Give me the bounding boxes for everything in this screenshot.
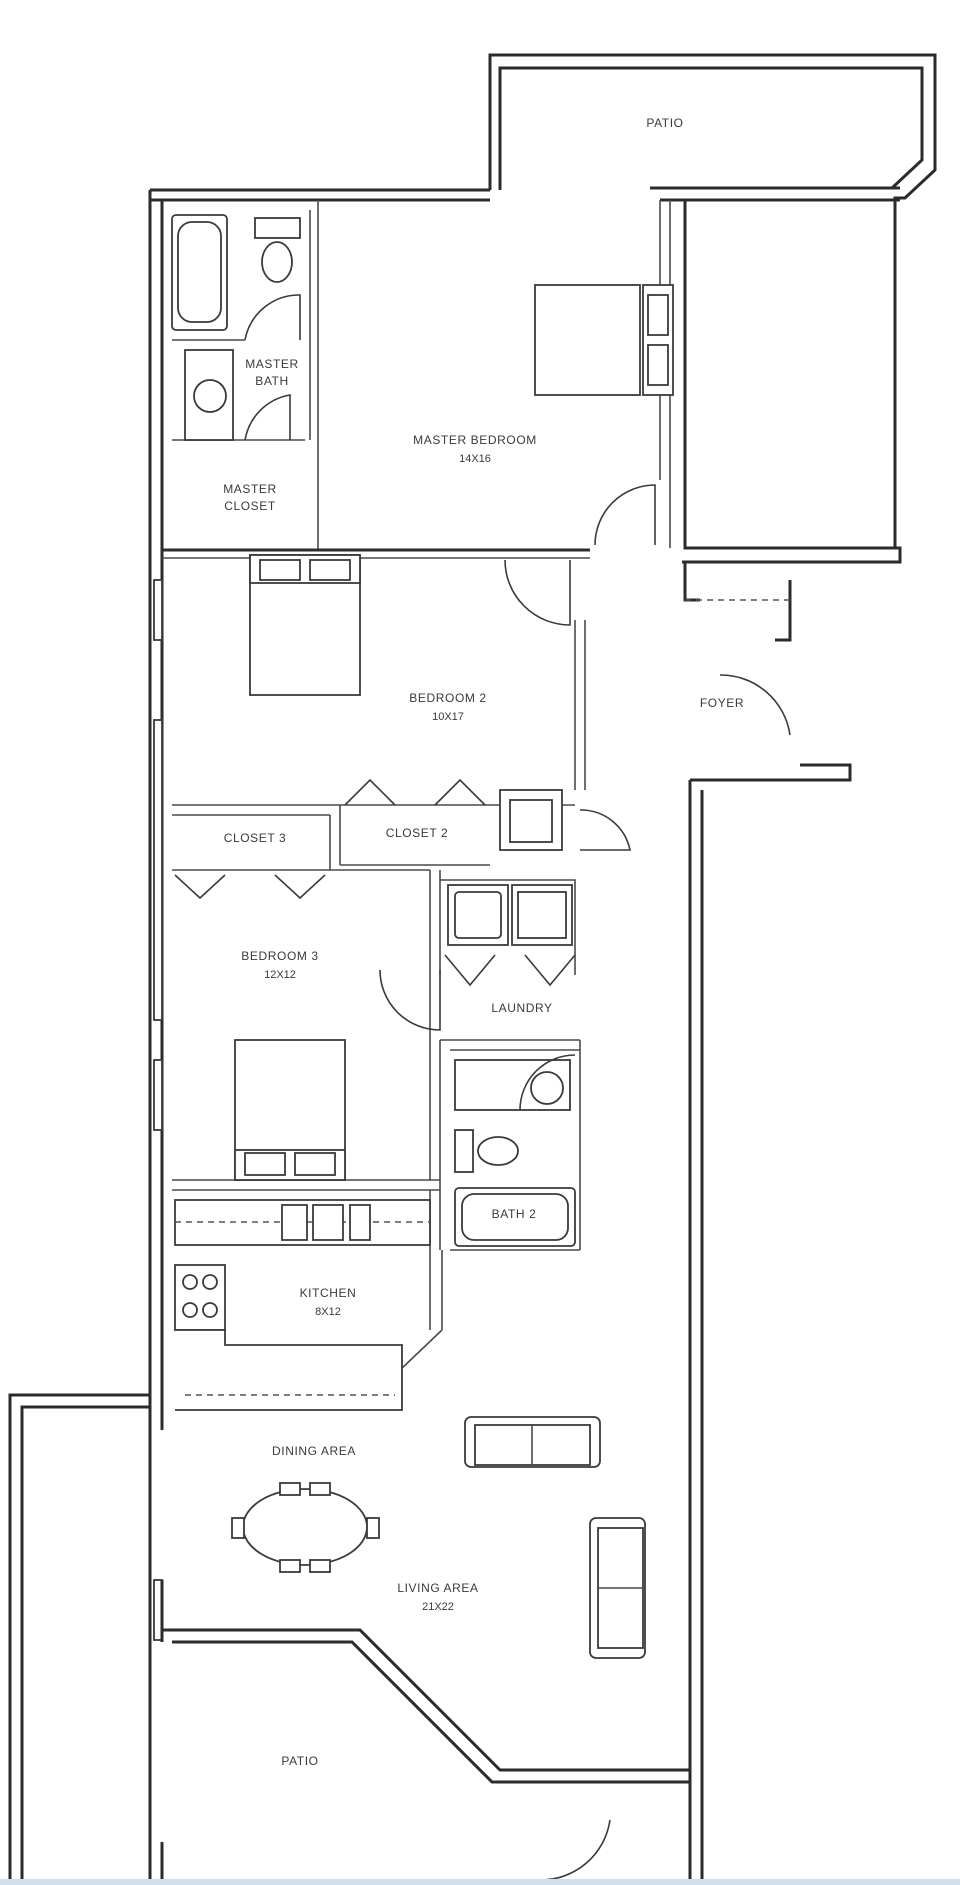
bedroom-2-label: BEDROOM 2: [409, 691, 486, 705]
living-furniture: [231, 1416, 646, 1659]
bedroom-3-size: 12X12: [264, 969, 296, 981]
living-area-size: 21X22: [422, 1601, 454, 1613]
bedroom-3-label: BEDROOM 3: [241, 949, 318, 963]
master-closet-label-1: MASTER: [223, 482, 277, 496]
dining-area-label: DINING AREA: [272, 1444, 356, 1458]
closet-3-label: CLOSET 3: [224, 831, 287, 845]
bedroom-2-size: 10X17: [432, 711, 464, 723]
kitchen-size: 8X12: [315, 1306, 341, 1318]
doors: [174, 294, 791, 1881]
island-counter: [175, 1329, 403, 1411]
master-bedroom-label: MASTER BEDROOM: [413, 433, 537, 447]
kitchen-label: KITCHEN: [300, 1286, 357, 1300]
bath-2-label: BATH 2: [492, 1207, 537, 1221]
toilet-tank-2: [454, 1129, 474, 1173]
room-labels: PATIO MASTER BATH MASTER BEDROOM 14X16 M…: [223, 116, 744, 1768]
kitchen-fixtures: [174, 1199, 431, 1411]
sink-2: [530, 1071, 564, 1105]
closet-2-label: CLOSET 2: [386, 826, 449, 840]
master-closet-label-2: CLOSET: [224, 499, 276, 513]
patio-top-label: PATIO: [646, 116, 683, 130]
master-bath-label-2: BATH: [255, 374, 289, 388]
laundry-label: LAUNDRY: [491, 1001, 552, 1015]
page-bottom-strip: [0, 1879, 960, 1885]
bath-2-fixtures: [454, 1059, 576, 1247]
master-bedroom-size: 14X16: [459, 453, 491, 465]
toilet-bowl-2: [477, 1136, 519, 1166]
sink: [193, 379, 227, 413]
range: [174, 1264, 226, 1331]
laundry-fixtures: [447, 789, 573, 946]
exterior-walls: [8, 53, 937, 1880]
bedroom-3-furniture: [234, 1039, 346, 1181]
master-bedroom-furniture: [534, 284, 674, 396]
bedroom-2-furniture: [249, 554, 361, 696]
master-bath-fixtures: [171, 214, 301, 441]
foyer-label: FOYER: [700, 696, 744, 710]
living-area-label: LIVING AREA: [397, 1581, 478, 1595]
patio-bottom-label: PATIO: [281, 1754, 318, 1768]
dining-table: [242, 1488, 368, 1566]
master-bath-label-1: MASTER: [245, 357, 299, 371]
toilet-bowl: [261, 241, 293, 283]
bed-master: [534, 284, 641, 396]
toilet-tank: [254, 217, 301, 239]
